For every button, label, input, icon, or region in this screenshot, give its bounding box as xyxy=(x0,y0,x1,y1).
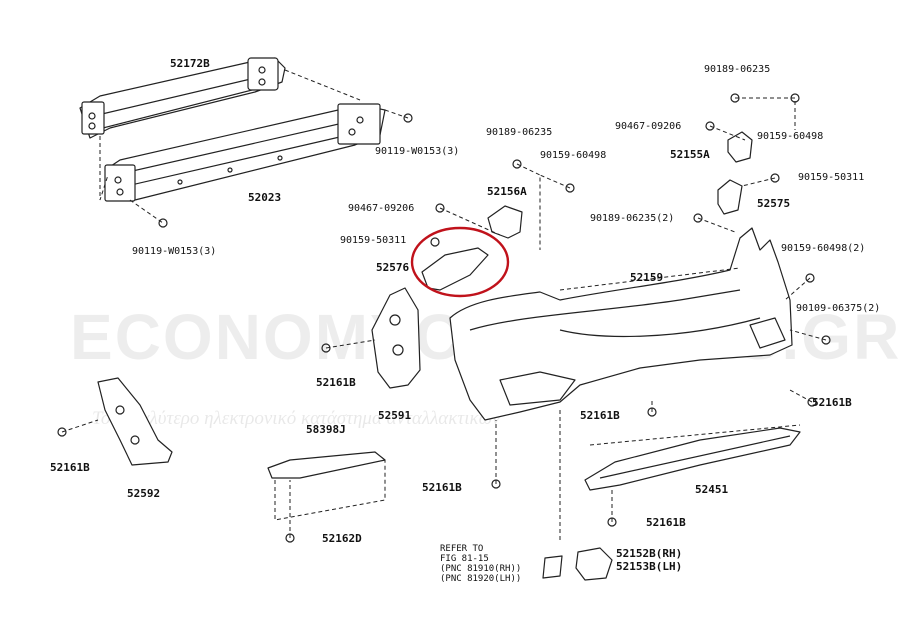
label-52576: 52576 xyxy=(376,261,410,274)
label-52161b-right: 52161B xyxy=(812,396,852,409)
leader-lines xyxy=(61,69,827,540)
label-52023: 52023 xyxy=(248,191,282,204)
retainer-52591 xyxy=(371,287,421,389)
label-52591: 52591 xyxy=(378,409,412,422)
label-90467-right: 90467-09206 xyxy=(615,121,682,132)
label-52161b-mid-left: 52161B xyxy=(316,376,356,389)
frame-52152b xyxy=(542,547,613,581)
absorber-52172b xyxy=(79,57,286,139)
label-90159-right: 90159-60498 xyxy=(757,131,824,142)
label-90189-2: 90189-06235(2) xyxy=(590,213,675,224)
label-90159-center: 90159-60498 xyxy=(540,150,607,161)
label-90119-top: 90119-W0153(3) xyxy=(375,146,460,157)
retainer-52592 xyxy=(97,377,173,466)
reinforcement-52023 xyxy=(104,103,386,202)
highlight-ellipse xyxy=(410,226,510,298)
label-52161b-center-bottom: 52161B xyxy=(422,481,462,494)
label-52161b-center-top: 52161B xyxy=(580,409,620,422)
label-90159-2: 90159-60498(2) xyxy=(781,243,866,254)
bumper-cover-52159 xyxy=(449,227,793,421)
label-52161b-far-left: 52161B xyxy=(50,461,90,474)
label-52162d: 52162D xyxy=(322,532,362,545)
label-52159: 52159 xyxy=(630,271,664,284)
refer-note-line4: (PNC 81920(LH)) xyxy=(440,574,522,584)
diffuser-52451 xyxy=(584,427,801,491)
label-52156a: 52156A xyxy=(487,185,527,198)
watermark-tagline: Το μεγαλύτερο ηλεκτρονικό κατάστημα αντα… xyxy=(92,408,501,429)
label-90159-50311-right: 90159-50311 xyxy=(798,172,865,183)
label-52152b: 52152B(RH) xyxy=(616,547,683,560)
label-90467-center: 90467-09206 xyxy=(348,203,415,214)
refer-note: REFER TO FIG 81-15 (PNC 81910(RH)) (PNC … xyxy=(440,544,521,584)
label-52451: 52451 xyxy=(695,483,729,496)
label-58398j: 58398J xyxy=(306,423,346,436)
bracket-52575 xyxy=(717,179,743,215)
label-90189-center: 90189-06235 xyxy=(486,127,553,138)
label-52172b: 52172B xyxy=(170,57,210,70)
bracket-52155a xyxy=(727,131,753,163)
refer-note-line3: (PNC 81910(RH)) xyxy=(440,564,522,574)
label-90109-2: 90109-06375(2) xyxy=(796,303,881,314)
label-90119-bottom: 90119-W0153(3) xyxy=(132,246,217,257)
label-90189-top-right: 90189-06235 xyxy=(704,64,771,75)
label-52575: 52575 xyxy=(757,197,791,210)
bracket-52576 xyxy=(421,247,489,291)
undercover-58398j xyxy=(267,451,386,479)
label-52153b: 52153B(LH) xyxy=(616,560,683,573)
refer-note-line2: FIG 81-15 xyxy=(440,554,489,564)
refer-note-line1: REFER TO xyxy=(440,544,484,554)
label-52155a: 52155A xyxy=(670,148,710,161)
label-52161b-lower-right: 52161B xyxy=(646,516,686,529)
bracket-52156a xyxy=(487,205,523,239)
label-90159-50311-center: 90159-50311 xyxy=(340,235,407,246)
label-52592: 52592 xyxy=(127,487,161,500)
